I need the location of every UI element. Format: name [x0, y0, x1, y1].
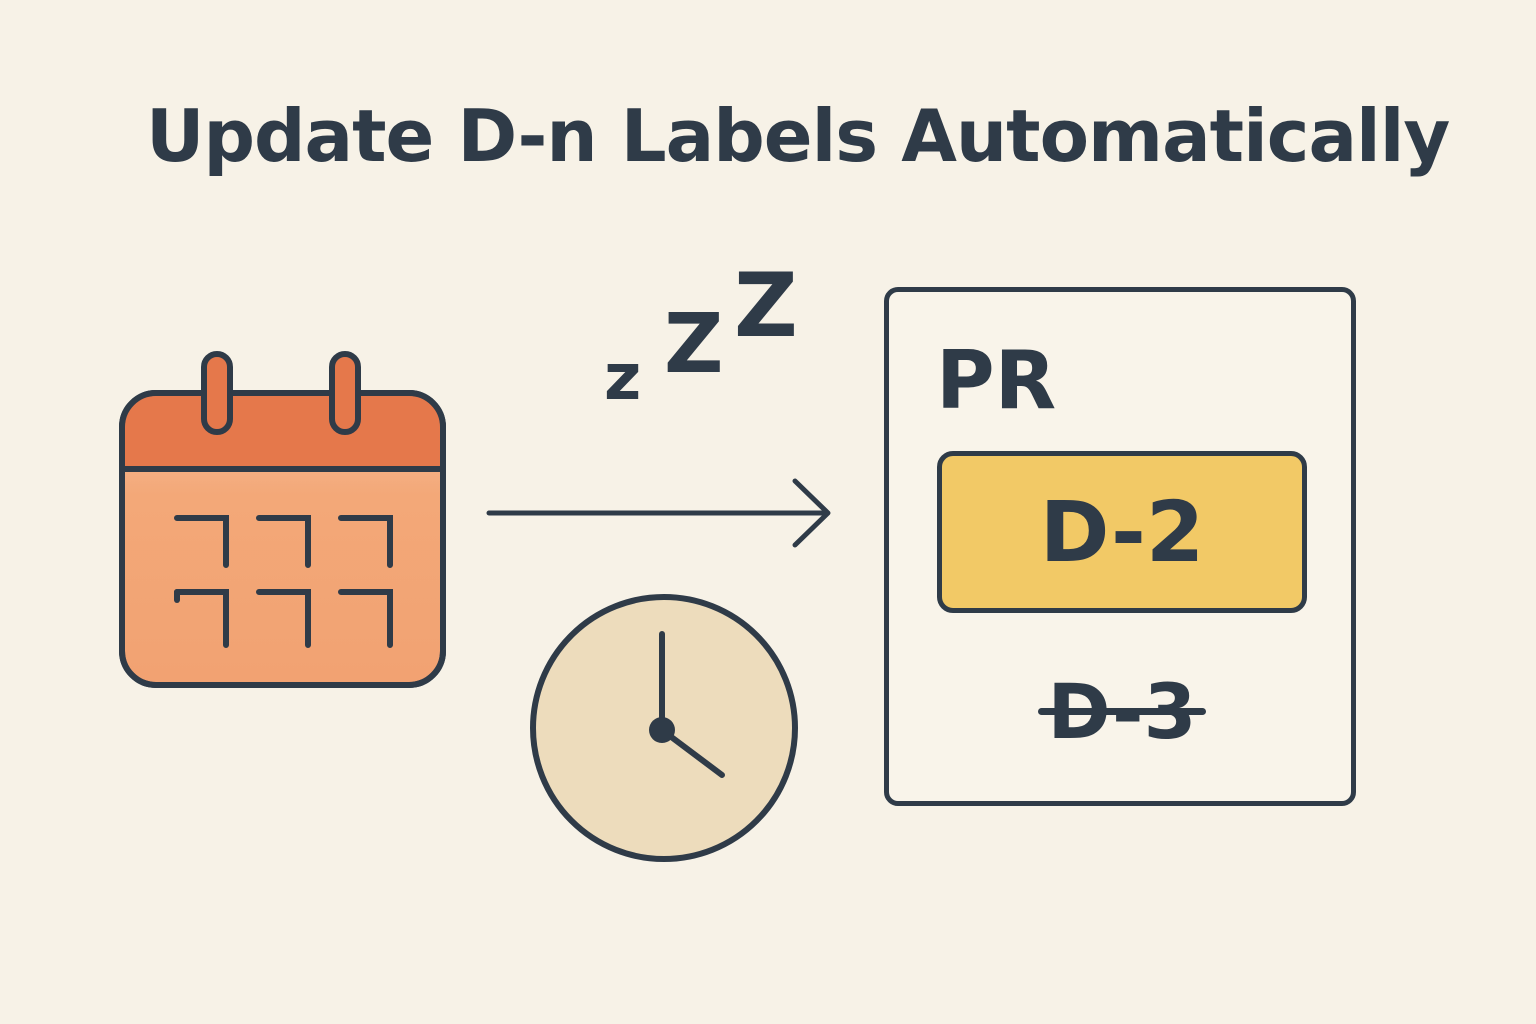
calendar-icon	[119, 351, 446, 688]
clock-icon	[530, 594, 798, 862]
current-label-badge: D-2	[937, 451, 1307, 613]
pr-heading: PR	[936, 334, 1057, 427]
page-title: Update D-n Labels Automatically	[146, 94, 1450, 178]
strikethrough-line	[1037, 708, 1207, 715]
pr-card: PR D-2 D-3	[884, 287, 1356, 806]
previous-label-text: D-3	[1037, 667, 1207, 756]
sleep-z-small: z	[604, 341, 642, 415]
current-label-text: D-2	[1039, 483, 1205, 581]
previous-label: D-3	[937, 656, 1307, 766]
sleep-z-large: Z	[734, 254, 798, 357]
arrow-right-icon	[486, 478, 831, 548]
sleep-z-medium: Z	[664, 297, 724, 392]
